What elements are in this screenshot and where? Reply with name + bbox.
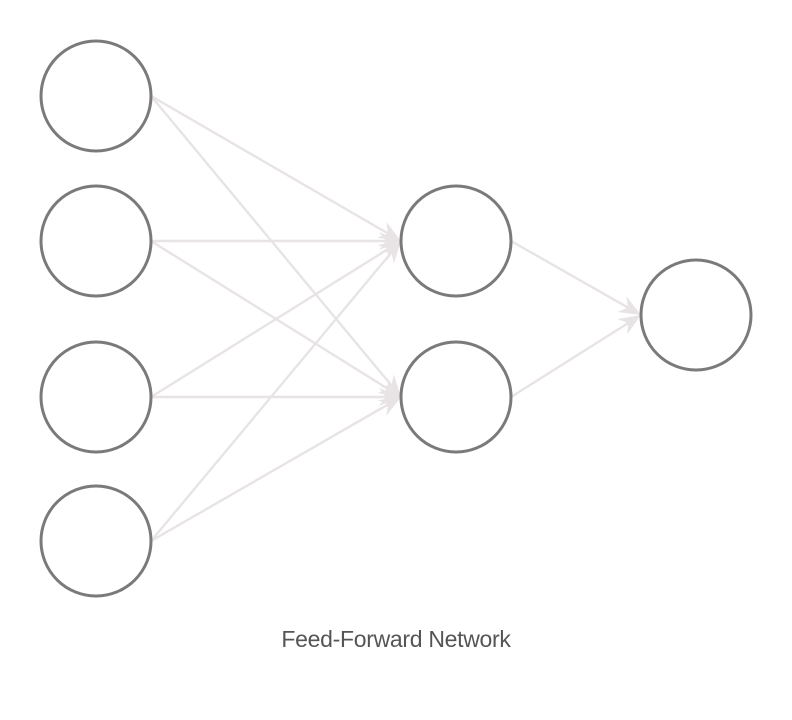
hidden-node-1	[399, 184, 513, 298]
arrowhead-input-4-to-hidden-2	[377, 397, 401, 416]
input-node-4	[39, 484, 153, 598]
edge-input-1-to-hidden-1	[150, 94, 389, 235]
edge-input-3-to-hidden-1	[150, 247, 389, 399]
edge-input-4-to-hidden-1	[150, 251, 393, 542]
output-node-1	[639, 258, 753, 372]
input-node-3	[39, 340, 153, 454]
input-node-1	[39, 39, 153, 153]
edge-hidden-2-to-output-1	[510, 321, 629, 399]
input-node-2	[39, 184, 153, 298]
hidden-node-2	[399, 340, 513, 454]
arrowhead-hidden-2-to-output-1	[617, 315, 641, 335]
arrowhead-hidden-1-to-output-1	[617, 296, 641, 315]
diagram-caption: Feed-Forward Network	[281, 626, 511, 652]
arrowhead-input-4-to-hidden-1	[380, 241, 401, 264]
edge-input-4-to-hidden-2	[150, 403, 389, 543]
edge-input-2-to-hidden-2	[150, 239, 389, 391]
connections	[150, 94, 641, 543]
neurons	[39, 39, 753, 598]
edge-hidden-1-to-output-1	[510, 239, 629, 309]
